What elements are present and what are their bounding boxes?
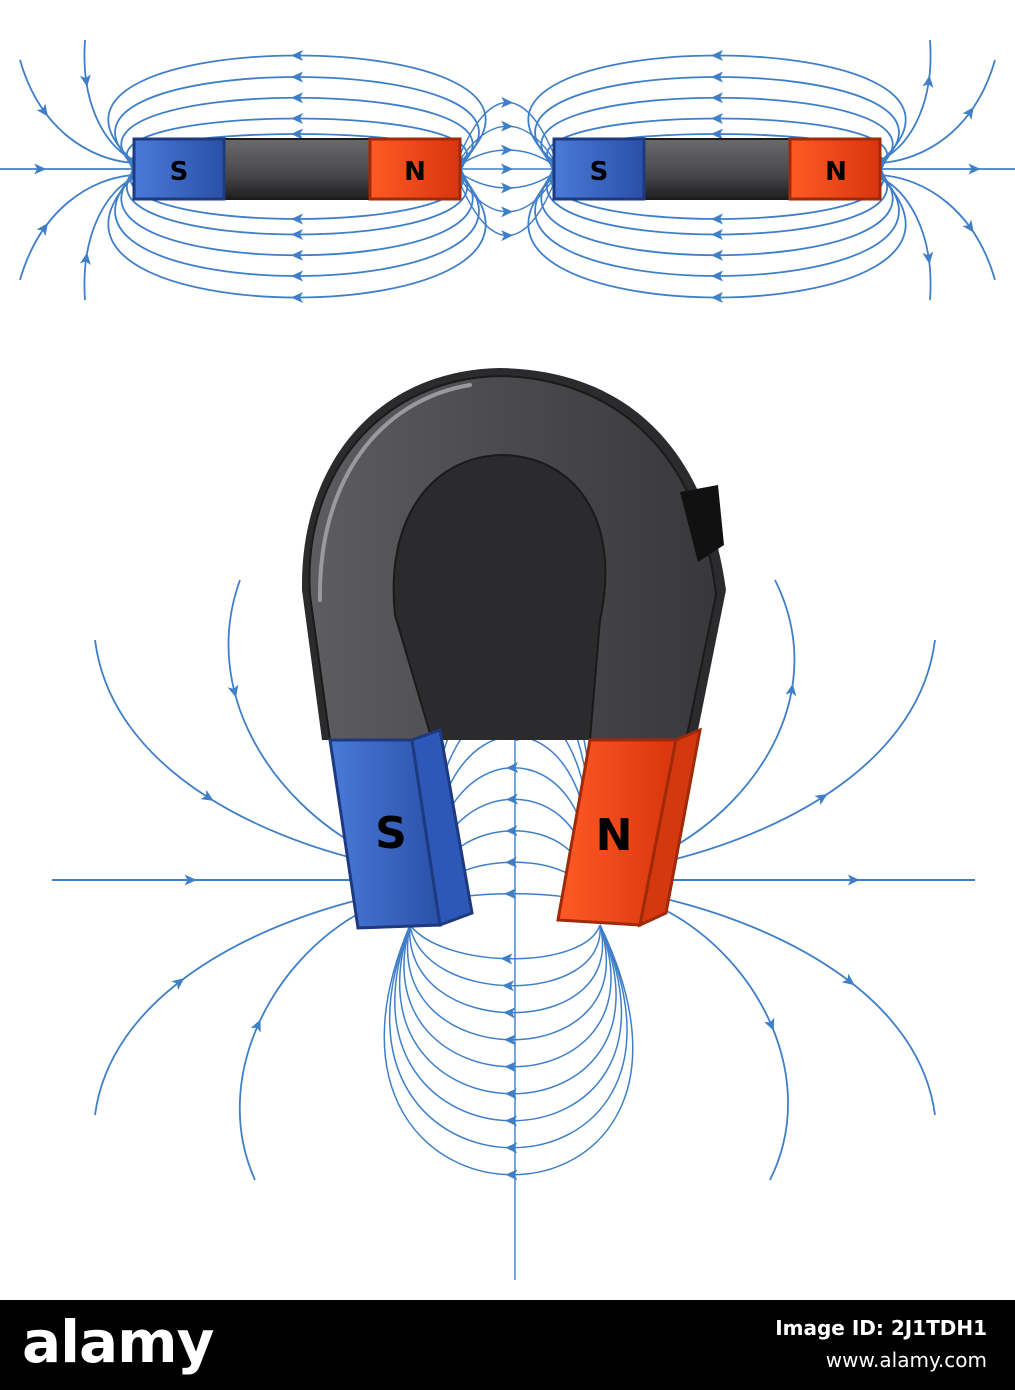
field-arrow <box>962 104 978 120</box>
field-line <box>240 910 365 1180</box>
alamy-logo: alamy <box>22 1308 213 1376</box>
field-line <box>395 925 622 1121</box>
field-arrow <box>37 220 53 236</box>
horseshoe-south-label: S <box>375 808 407 859</box>
field-line <box>880 178 931 300</box>
field-line <box>880 60 995 163</box>
horseshoe-north-label: N <box>596 810 633 861</box>
field-line <box>84 178 134 300</box>
bar-magnet-2-body <box>642 139 792 199</box>
bar-magnet-1-north-label: N <box>404 157 426 187</box>
bar-magnet-1-body <box>222 139 372 199</box>
bar-magnet-2-south-label: S <box>590 157 609 187</box>
field-line <box>880 40 931 160</box>
field-arrow <box>764 1018 779 1033</box>
field-arrow <box>251 1017 266 1032</box>
field-arrow <box>842 974 858 990</box>
field-line <box>410 925 603 1013</box>
bar-magnet-1: S N <box>134 139 460 199</box>
field-arrow <box>228 685 242 699</box>
image-id-text: Image ID: 2J1TDH1 <box>775 1316 987 1340</box>
field-line <box>460 126 554 160</box>
field-arrow <box>814 789 830 805</box>
bar-magnet-1-south-label: S <box>170 157 189 187</box>
field-line <box>410 925 600 959</box>
field-line <box>84 40 134 160</box>
field-line <box>672 640 935 860</box>
bar-magnet-2: S N <box>554 139 880 199</box>
field-line <box>95 900 358 1115</box>
field-arrow <box>201 790 217 806</box>
field-arrow <box>36 104 52 120</box>
horseshoe-magnet: S N <box>302 368 726 928</box>
bar-magnet-2-north-label: N <box>825 157 847 187</box>
field-line <box>670 900 935 1115</box>
image-url-text: www.alamy.com <box>826 1348 987 1372</box>
magnetic-field-diagram: S N S N S N <box>0 0 1015 1300</box>
field-line <box>665 910 788 1180</box>
field-line <box>410 925 600 986</box>
watermark-footer: alamy Image ID: 2J1TDH1 www.alamy.com <box>0 1300 1015 1390</box>
field-arrow <box>962 220 978 236</box>
field-line <box>408 925 607 1040</box>
